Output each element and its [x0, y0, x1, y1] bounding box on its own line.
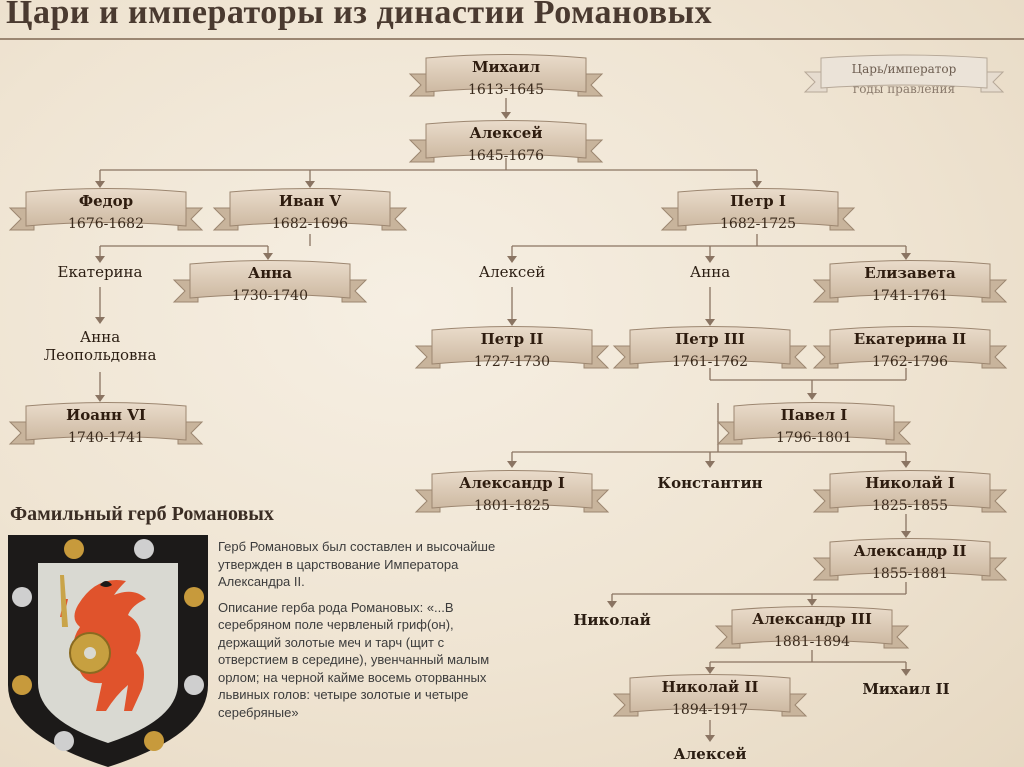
ruler-petr-iii: Петр III 1761-1762 — [612, 324, 808, 374]
legend-name-label: Царь/император — [851, 62, 957, 76]
legend-years-label: годы правления — [852, 82, 956, 96]
coat-heading: Фамильный герб Романовых — [10, 503, 274, 525]
ruler-years: 1855-1881 — [872, 566, 948, 582]
ribbon-shape — [803, 54, 1005, 93]
ruler-elizaveta: Елизавета 1741-1761 — [812, 258, 1008, 308]
ruler-name: Анна — [248, 264, 292, 282]
ruler-years: 1894-1917 — [672, 702, 748, 718]
relative-anna-leopoldovna-line2: Леопольдовна — [43, 346, 157, 364]
ruler-years: 1801-1825 — [474, 498, 550, 514]
title-rule — [0, 38, 1024, 40]
ruler-aleksandr-ii: Александр II 1855-1881 — [812, 536, 1008, 586]
ruler-name: Михаил — [471, 58, 541, 76]
ruler-ioann-vi: Иоанн VI 1740-1741 — [8, 400, 204, 450]
ruler-mikhail: Михаил 1613-1645 — [408, 52, 604, 102]
ruler-anna: Анна 1730-1740 — [172, 258, 368, 308]
ruler-years: 1613-1645 — [468, 82, 544, 98]
ruler-name: Петр II — [480, 330, 544, 348]
ruler-name: Александр II — [853, 542, 967, 560]
coat-paragraph-1: Герб Романовых был составлен и высочайше… — [218, 539, 496, 589]
ruler-name: Алексей — [469, 124, 543, 142]
coat-description: Герб Романовых был составлен и высочайше… — [218, 538, 508, 729]
ruler-nikolai-i: Николай I 1825-1855 — [812, 468, 1008, 518]
relative-mikhail-ii: Михаил II — [862, 680, 950, 698]
ruler-name: Николай II — [661, 678, 759, 696]
ruler-years: 1730-1740 — [232, 288, 308, 304]
ruler-years: 1762-1796 — [872, 354, 948, 370]
ruler-name: Александр I — [459, 474, 565, 492]
ruler-aleksandr-iii: Александр III 1881-1894 — [714, 604, 910, 654]
relative-aleksei-last: Алексей — [673, 745, 747, 763]
relative-nikolai: Николай — [573, 611, 651, 629]
ruler-years: 1741-1761 — [872, 288, 948, 304]
coat-paragraph-2: Описание герба рода Романовых: «...В сер… — [218, 599, 490, 720]
ruler-years: 1796-1801 — [776, 430, 852, 446]
ruler-name: Павел I — [780, 406, 848, 424]
relative-anna-leopoldovna-line1: Анна — [79, 328, 121, 346]
ruler-pavel-i: Павел I 1796-1801 — [716, 400, 912, 450]
ruler-ivan-v: Иван V 1682-1696 — [212, 186, 408, 236]
ruler-name: Петр I — [730, 192, 786, 210]
ruler-name: Иван V — [278, 192, 342, 210]
ruler-years: 1740-1741 — [68, 430, 144, 446]
ruler-aleksei: Алексей 1645-1676 — [408, 118, 604, 168]
relative-konstantin: Константин — [657, 474, 763, 492]
ruler-aleksandr-i: Александр I 1801-1825 — [414, 468, 610, 518]
legend-ribbon: Царь/император годы правления — [803, 52, 1005, 100]
relative-aleksei-petrovich: Алексей — [478, 263, 546, 281]
ruler-years: 1676-1682 — [68, 216, 144, 232]
ruler-years: 1645-1676 — [468, 148, 544, 164]
ruler-years: 1727-1730 — [474, 354, 550, 370]
relative-ekaterina: Екатерина — [57, 263, 143, 281]
ruler-name: Николай I — [865, 474, 955, 492]
ruler-name: Петр III — [675, 330, 745, 348]
ruler-name: Александр III — [752, 610, 872, 628]
ruler-fedor: Федор 1676-1682 — [8, 186, 204, 236]
page-title: Цари и императоры из династии Романовых — [6, 0, 713, 31]
ruler-years: 1682-1725 — [720, 216, 796, 232]
ruler-name: Екатерина II — [853, 330, 967, 348]
romanov-coat-of-arms-image — [8, 535, 208, 767]
ruler-petr-ii: Петр II 1727-1730 — [414, 324, 610, 374]
ruler-years: 1825-1855 — [872, 498, 948, 514]
ruler-years: 1761-1762 — [672, 354, 748, 370]
ruler-nikolai-ii: Николай II 1894-1917 — [612, 672, 808, 722]
ruler-years: 1881-1894 — [774, 634, 850, 650]
ruler-ekaterina-ii: Екатерина II 1762-1796 — [812, 324, 1008, 374]
ruler-name: Иоанн VI — [66, 406, 146, 424]
relative-anna-petrovna: Анна — [689, 263, 731, 281]
ruler-name: Елизавета — [864, 264, 956, 282]
ruler-name: Федор — [78, 192, 134, 210]
ruler-petr-i: Петр I 1682-1725 — [660, 186, 856, 236]
ruler-years: 1682-1696 — [272, 216, 348, 232]
